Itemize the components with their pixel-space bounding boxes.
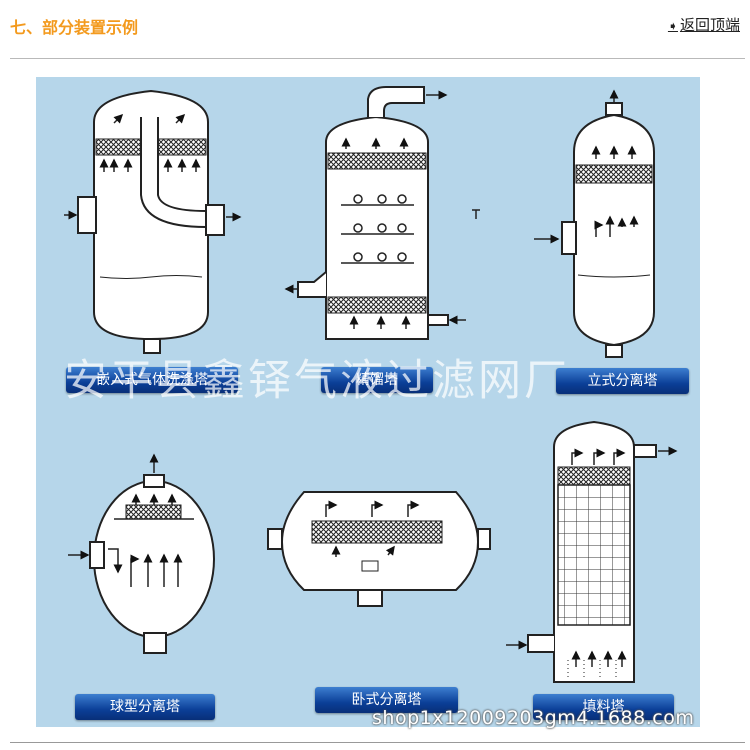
header-divider xyxy=(10,58,745,59)
back-to-top-link[interactable]: ➧返回顶端 xyxy=(668,14,740,35)
arrow-right-icon: ➧ xyxy=(667,19,678,33)
device-diagrams xyxy=(64,86,678,683)
embedded-scrubber-diagram xyxy=(64,89,242,354)
label-embedded-scrubber: 嵌入式气体洗涤塔 xyxy=(66,367,238,393)
label-horizontal-separator: 卧式分离塔 xyxy=(315,687,458,713)
device-panel: 嵌入式气体洗涤塔 精馏塔 立式分离塔 球型分离塔 卧式分离塔 填料塔 xyxy=(36,77,700,727)
spherical-separator-diagram xyxy=(68,453,215,654)
label-vertical-separator: 立式分离塔 xyxy=(556,368,689,394)
page-title: 七、部分装置示例 xyxy=(10,18,139,37)
horizontal-separator-diagram xyxy=(267,491,491,607)
label-spherical-separator: 球型分离塔 xyxy=(75,694,215,720)
back-to-top-label: 返回顶端 xyxy=(679,16,740,34)
rectifying-tower-diagram xyxy=(284,86,480,340)
shop-url-watermark: shop1x12009203gm4.1688.com xyxy=(372,707,695,729)
packed-tower-diagram xyxy=(506,420,678,683)
vertical-separator-diagram xyxy=(534,89,655,358)
footer-divider xyxy=(10,742,745,743)
label-rectifying-tower: 精馏塔 xyxy=(321,367,433,393)
label-packed-tower: 填料塔 xyxy=(533,694,674,720)
